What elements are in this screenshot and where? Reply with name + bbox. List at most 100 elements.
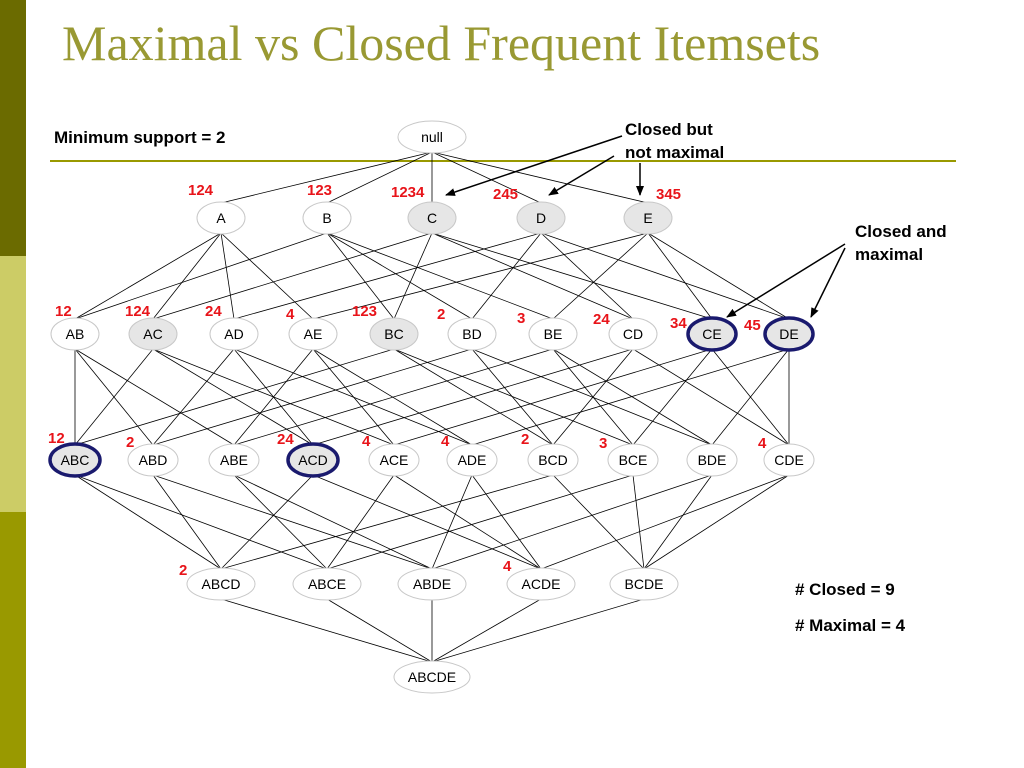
lattice-edge	[220, 232, 235, 320]
lattice-edge	[540, 232, 790, 320]
maximal-count: # Maximal = 4	[795, 616, 906, 635]
lattice-edge	[326, 598, 433, 663]
node-ellipse	[368, 443, 420, 477]
node-label: CE	[702, 326, 721, 342]
support-label-b: 123	[307, 182, 332, 199]
node-label: B	[322, 210, 331, 226]
lattice-edge	[643, 474, 790, 570]
itemset-node-de: DE	[763, 316, 815, 352]
lattice-edge	[431, 598, 645, 663]
node-ellipse	[286, 442, 340, 478]
lattice-edge	[326, 232, 554, 320]
itemset-node-ad: AD	[209, 317, 259, 351]
node-label: ACDE	[522, 576, 561, 592]
itemset-node-ce: CE	[686, 316, 738, 352]
lattice-edge	[220, 151, 433, 204]
lattice-edge	[431, 232, 634, 320]
callout-line-2: not maximal	[625, 143, 725, 162]
node-label: ADE	[458, 452, 487, 468]
lattice-edge	[632, 348, 713, 446]
itemset-node-b: B	[302, 201, 352, 235]
itemset-node-bcde: BCDE	[609, 567, 679, 601]
lattice-edge	[552, 348, 713, 446]
lattice-edge	[74, 474, 222, 570]
node-label: D	[536, 210, 546, 226]
support-label-cd: 24	[593, 311, 610, 328]
node-label: ABE	[220, 452, 248, 468]
node-ellipse	[209, 317, 259, 351]
lattice-edge	[74, 474, 328, 570]
node-ellipse	[302, 201, 352, 235]
itemset-node-cde: CDE	[763, 443, 815, 477]
lattice-edge	[152, 348, 235, 446]
support-label-ace: 4	[362, 433, 371, 450]
lattice-edge	[711, 348, 790, 446]
support-label-ade: 4	[441, 433, 450, 450]
lattice-edge	[471, 348, 554, 446]
lattice-edges	[74, 151, 790, 663]
node-ellipse	[609, 567, 679, 601]
lattice-edge	[220, 474, 554, 570]
lattice-edge	[632, 474, 645, 570]
node-ellipse	[763, 316, 815, 352]
sidebar-band-dark	[0, 0, 26, 256]
itemset-node-d: D	[516, 201, 566, 235]
support-label-ad: 24	[205, 303, 222, 320]
node-label: CD	[623, 326, 643, 342]
node-ellipse	[50, 317, 100, 351]
support-label-cde: 4	[758, 435, 767, 452]
lattice-edge	[552, 474, 645, 570]
node-ellipse	[407, 201, 457, 235]
lattice-edge	[152, 348, 473, 446]
lattice-edge	[74, 348, 235, 446]
arrow-to-C	[445, 135, 623, 196]
closed-count: # Closed = 9	[795, 580, 895, 599]
callout-closed-not-maximal: Closed but not maximal	[625, 118, 724, 164]
lattice-edge	[312, 474, 542, 570]
callout-closed-and-maximal: Closed and maximal	[855, 220, 947, 266]
node-label: AD	[224, 326, 243, 342]
lattice-edge	[152, 232, 222, 320]
itemset-node-bc: BC	[369, 317, 419, 351]
node-label: E	[643, 210, 652, 226]
lattice-edge	[74, 348, 395, 446]
lattice-edge	[431, 151, 649, 204]
support-label-ab: 12	[55, 303, 72, 320]
lattice-edge	[220, 474, 314, 570]
node-ellipse	[127, 443, 179, 477]
node-ellipse	[516, 201, 566, 235]
arrow-to-DE	[810, 247, 846, 318]
itemset-node-acd: ACD	[286, 442, 340, 478]
itemset-node-ade: ADE	[446, 443, 498, 477]
node-ellipse	[288, 317, 338, 351]
min-support-text: Minimum support = 2	[54, 128, 226, 147]
itemset-node-ab: AB	[50, 317, 100, 351]
node-label: ABD	[139, 452, 168, 468]
node-ellipse	[686, 443, 738, 477]
node-ellipse	[528, 317, 578, 351]
itemset-node-cd: CD	[608, 317, 658, 351]
lattice-edge	[431, 232, 713, 320]
title-rule	[50, 160, 956, 162]
support-label-abcd: 2	[179, 562, 187, 579]
itemset-node-a: A	[196, 201, 246, 235]
lattice-edge	[393, 474, 542, 570]
lattice-edge	[632, 348, 790, 446]
itemset-node-ac: AC	[128, 317, 178, 351]
lattice-edge	[233, 232, 542, 320]
node-ellipse	[393, 660, 471, 694]
node-label: ABDE	[413, 576, 451, 592]
sidebar-band-olive	[0, 512, 26, 768]
support-label-acd: 24	[277, 431, 294, 448]
node-ellipse	[208, 443, 260, 477]
node-ellipse	[48, 442, 102, 478]
lattice-edge	[643, 474, 713, 570]
itemset-node-acde: ACDE	[506, 567, 576, 601]
itemset-node-bde: BDE	[686, 443, 738, 477]
node-ellipse	[623, 201, 673, 235]
node-label: BCE	[619, 452, 648, 468]
lattice-edge	[312, 232, 649, 320]
lattice-edge	[326, 151, 433, 204]
support-label-bce: 3	[599, 435, 607, 452]
